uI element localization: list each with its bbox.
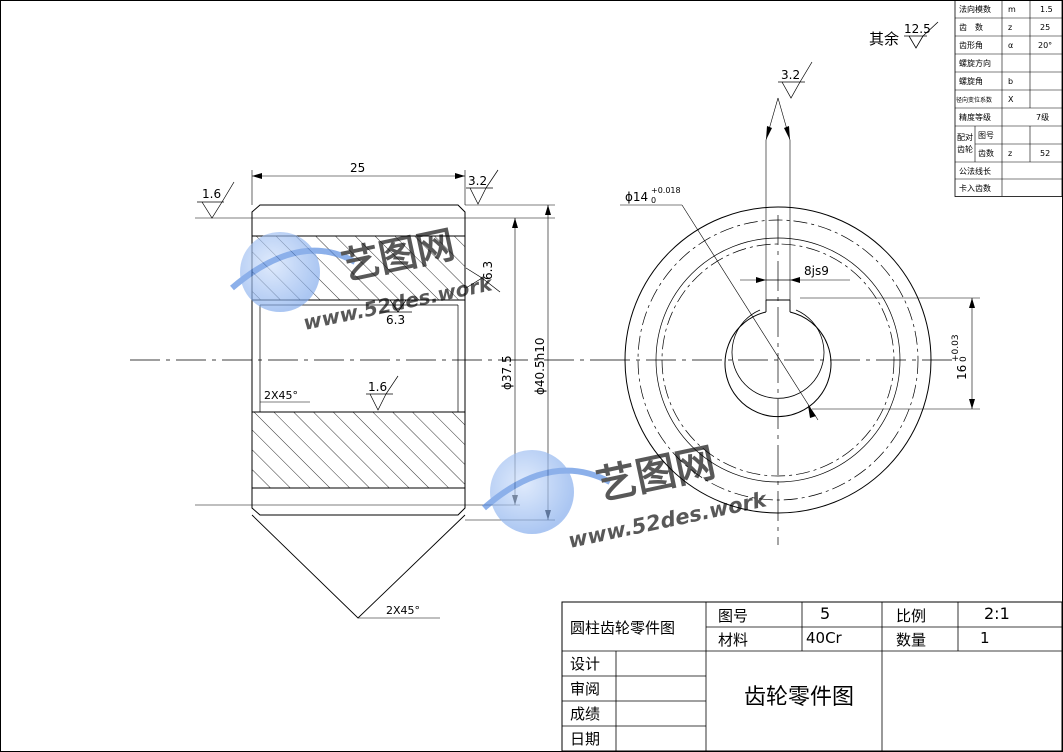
- param-name: 公法线长: [959, 166, 991, 176]
- mating-symbol: z: [1008, 149, 1012, 158]
- title-block: 圆柱齿轮零件图 图号 5 比例 2:1 材料 40Cr 数量 1 设计 审阅 成…: [561, 601, 1063, 752]
- roughness-default-prefix: 其余: [869, 30, 899, 48]
- chamfer-label: 2X45°: [264, 389, 298, 402]
- param-name: 径向变位系数: [956, 96, 992, 104]
- roughness-value: 1.6: [202, 187, 221, 201]
- hole-diameter: ϕ14: [625, 190, 648, 204]
- design-label: 设计: [570, 655, 600, 673]
- roughness-value: 1.6: [368, 380, 387, 394]
- param-name: 螺旋方向: [959, 58, 991, 68]
- keyway-tolerance-lower: 0: [959, 356, 969, 362]
- param-symbol: m: [1008, 5, 1016, 14]
- keyway-depth: 16: [955, 365, 969, 380]
- param-name: 精度等级: [959, 112, 991, 122]
- mating-row-name: 图号: [978, 131, 994, 140]
- drawing-title: 齿轮零件图: [744, 685, 854, 710]
- roughness-default: 其余 12.5: [869, 21, 939, 49]
- material-label: 材料: [718, 631, 748, 649]
- param-name: 齿形角: [959, 40, 983, 50]
- param-symbol: α: [1008, 41, 1013, 50]
- part-name: 圆柱齿轮零件图: [570, 619, 675, 637]
- hole-tolerance-upper: +0.018: [651, 186, 681, 195]
- param-value: 7级: [1036, 112, 1049, 122]
- scale-label: 比例: [896, 607, 926, 625]
- drawing-no-label: 图号: [718, 607, 748, 625]
- param-name: 法向模数: [959, 4, 991, 14]
- keyway-tolerance-upper: +0.03: [951, 334, 961, 362]
- mating-row-name: 齿数: [978, 148, 994, 158]
- param-value: 1.5: [1040, 5, 1053, 14]
- param-name: 卡入齿数: [959, 183, 991, 193]
- keyway-width: 8js9: [804, 264, 829, 278]
- watermark-brand: 艺图网: [593, 440, 720, 510]
- roughness-value: 6.3: [386, 313, 405, 327]
- param-value: 20°: [1038, 41, 1052, 50]
- param-value: 25: [1040, 23, 1050, 32]
- mating-label: 配对: [957, 132, 973, 142]
- width-dimension: 25: [350, 161, 365, 175]
- mating-label: 齿轮: [957, 144, 973, 154]
- grade-label: 成绩: [570, 705, 600, 723]
- roughness-value: 3.2: [781, 68, 800, 82]
- gear-parameter-table: 法向模数 m 1.5 齿 数 z 25 齿形角 α 20° 螺旋方向 螺旋角 b…: [954, 0, 1063, 197]
- watermark-url: www.52des.work: [566, 487, 771, 553]
- roughness-value: 3.2: [468, 174, 487, 188]
- param-name: 齿 数: [959, 22, 983, 32]
- qty-value: 1: [980, 629, 990, 647]
- scale-value: 2:1: [984, 604, 1010, 623]
- drawing-no: 5: [820, 604, 830, 623]
- gear-front-view: 8js9 3.2 16 +0.03 0 ϕ14 +0.018 0: [600, 61, 980, 545]
- bore-diameter: ϕ37.5: [500, 355, 514, 390]
- param-symbol: b: [1008, 77, 1013, 86]
- mating-value: 52: [1040, 149, 1050, 158]
- hole-tolerance-lower: 0: [651, 196, 656, 205]
- param-name: 螺旋角: [959, 76, 983, 86]
- watermark-logo: 艺图网 www.52des.work: [482, 440, 771, 553]
- param-symbol: X: [1008, 95, 1014, 104]
- param-symbol: z: [1008, 23, 1012, 32]
- chamfer-label: 2X45°: [386, 604, 420, 617]
- review-label: 审阅: [570, 680, 600, 698]
- gear-section-view: 2X45° 25 ϕ37.5 ϕ40.5h10 1.6 3.2: [130, 161, 600, 619]
- date-label: 日期: [570, 730, 600, 748]
- roughness-value: 6.3: [481, 261, 495, 280]
- material-value: 40Cr: [806, 629, 843, 647]
- qty-label: 数量: [896, 631, 926, 649]
- roughness-default-value: 12.5: [904, 22, 931, 36]
- outer-diameter: ϕ40.5h10: [533, 337, 547, 395]
